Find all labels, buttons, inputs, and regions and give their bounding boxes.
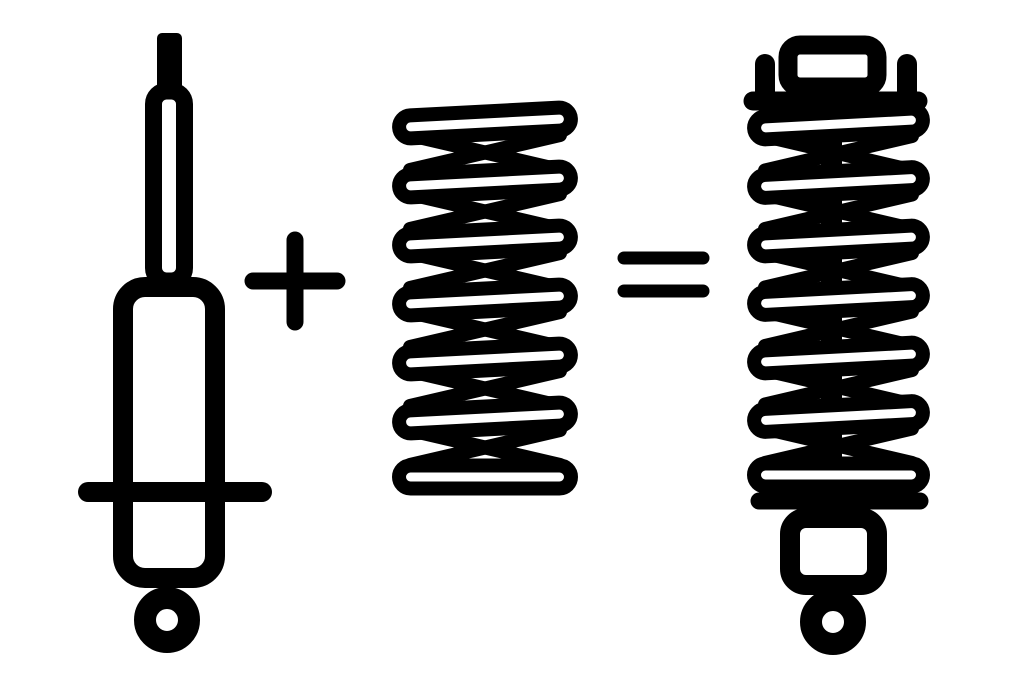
coil-turn — [747, 277, 930, 322]
coilover-eyelet — [800, 589, 866, 655]
shock-absorber-icon — [78, 33, 272, 653]
piston-rod — [145, 82, 193, 290]
damper-body — [780, 508, 887, 595]
top-mount — [778, 35, 887, 97]
plus-icon — [244, 231, 346, 331]
coil-turn — [392, 336, 578, 382]
piston-rod-tip — [157, 33, 182, 91]
coil-turn — [392, 458, 578, 496]
coil-link — [758, 129, 919, 178]
coil-turn — [747, 335, 930, 381]
coil-link — [758, 187, 919, 236]
coilover-coils — [747, 101, 930, 494]
equals-icon — [617, 251, 710, 298]
coil-turn — [392, 159, 578, 205]
eyelet — [134, 587, 200, 653]
coil-link — [758, 246, 919, 295]
coil-turn — [747, 456, 930, 494]
coil-spring-icon — [392, 100, 578, 496]
coil-turn — [392, 277, 578, 323]
coil-link — [403, 305, 567, 354]
coil-turn — [392, 218, 578, 264]
coil-turn — [392, 395, 578, 441]
coil-turn — [747, 218, 930, 264]
coil-link — [403, 128, 567, 177]
coil-link — [403, 364, 567, 413]
coil-link — [758, 363, 919, 412]
coil-link — [403, 246, 567, 295]
shock-body — [113, 277, 225, 588]
coil-turn — [747, 160, 930, 205]
coilover-icon — [743, 35, 930, 655]
coil-turn — [392, 100, 578, 146]
coil-link — [403, 187, 567, 236]
coil-spring-coils — [392, 100, 578, 496]
coil-turn — [747, 101, 930, 147]
coil-link — [758, 304, 919, 353]
coil-turn — [747, 394, 930, 439]
